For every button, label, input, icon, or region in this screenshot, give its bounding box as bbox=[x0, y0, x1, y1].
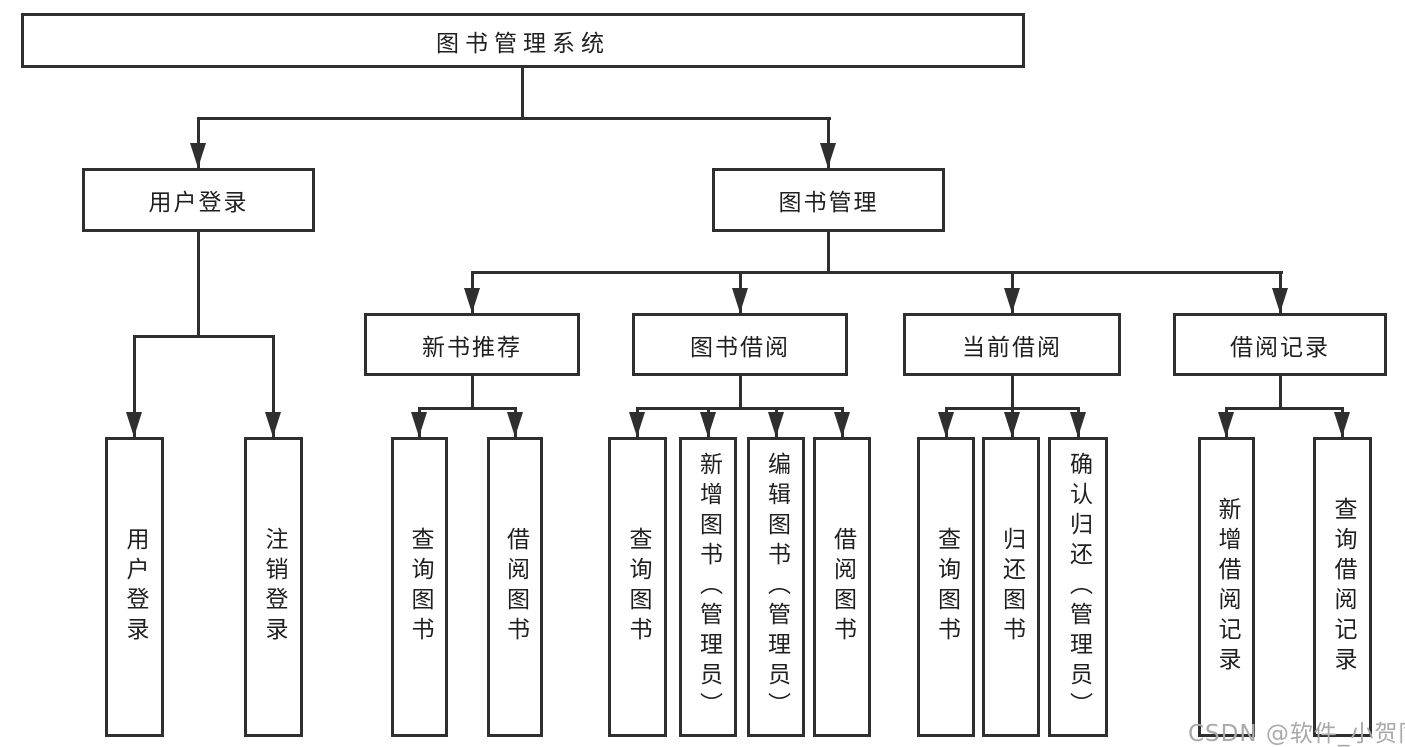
arrow-down-icon bbox=[1070, 412, 1086, 437]
leaf-cb-confirm-return-admin-label: 确认归还（管理员） bbox=[1065, 452, 1092, 722]
connector-userlogin-bus bbox=[133, 335, 275, 338]
leaf-br-query-record-label: 查询借阅记录 bbox=[1330, 497, 1356, 677]
leaf-logout-label: 注销登录 bbox=[261, 527, 287, 647]
node-new-book-recommend-label: 新书推荐 bbox=[422, 334, 522, 361]
node-root-label: 图书管理系统 bbox=[436, 30, 610, 57]
leaf-bb-borrow-book: 借阅图书 bbox=[813, 437, 871, 737]
leaf-cb-query-book: 查询图书 bbox=[917, 437, 975, 737]
arrow-down-icon bbox=[768, 412, 784, 437]
arrow-down-icon bbox=[1334, 412, 1350, 437]
arrow-down-icon bbox=[507, 412, 523, 437]
arrow-down-icon bbox=[820, 143, 836, 168]
node-book-management: 图书管理 bbox=[712, 168, 945, 232]
arrow-down-icon bbox=[1004, 412, 1020, 437]
arrow-down-icon bbox=[732, 288, 748, 313]
arrow-down-icon bbox=[938, 412, 954, 437]
connector-stem bbox=[133, 335, 136, 437]
leaf-bb-query-book-label: 查询图书 bbox=[625, 527, 651, 647]
arrow-down-icon bbox=[1218, 412, 1234, 437]
connector-borrowrecord-drop bbox=[1279, 376, 1282, 409]
connector-stem bbox=[197, 117, 200, 168]
arrow-down-icon bbox=[190, 143, 206, 168]
connector-mgmt-drop bbox=[827, 232, 830, 272]
leaf-logout: 注销登录 bbox=[244, 437, 303, 737]
connector-newrec-bus bbox=[418, 407, 517, 410]
node-book-management-label: 图书管理 bbox=[778, 190, 879, 216]
leaf-cb-return-book-label: 归还图书 bbox=[998, 527, 1025, 647]
leaf-rec-borrow-book-label: 借阅图书 bbox=[502, 527, 529, 647]
node-new-book-recommend: 新书推荐 bbox=[364, 313, 580, 376]
arrow-down-icon bbox=[464, 288, 480, 313]
leaf-br-add-record: 新增借阅记录 bbox=[1198, 437, 1255, 737]
arrow-down-icon bbox=[629, 412, 645, 437]
node-current-borrow-label: 当前借阅 bbox=[962, 334, 1062, 361]
arrow-down-icon bbox=[1272, 288, 1288, 313]
node-borrow-record-label: 借阅记录 bbox=[1230, 334, 1330, 361]
leaf-bb-add-book-admin-label: 新增图书（管理员） bbox=[695, 452, 722, 722]
connector-stem bbox=[272, 335, 275, 437]
connector-currentborrow-drop bbox=[1011, 376, 1014, 409]
arrow-down-icon bbox=[1004, 288, 1020, 313]
node-book-borrow: 图书借阅 bbox=[632, 313, 848, 376]
leaf-bb-borrow-book-label: 借阅图书 bbox=[829, 527, 856, 647]
leaf-bb-edit-book-admin: 编辑图书（管理员） bbox=[747, 437, 805, 737]
node-root: 图书管理系统 bbox=[21, 13, 1025, 68]
connector-level3-bus bbox=[471, 271, 1283, 274]
leaf-rec-query-book: 查询图书 bbox=[391, 437, 448, 737]
connector-stem bbox=[827, 117, 830, 168]
arrow-down-icon bbox=[126, 412, 142, 437]
leaf-br-query-record: 查询借阅记录 bbox=[1313, 437, 1372, 737]
connector-userlogin-drop bbox=[197, 232, 200, 336]
arrow-down-icon bbox=[265, 412, 281, 437]
leaf-br-add-record-label: 新增借阅记录 bbox=[1214, 497, 1240, 677]
connector-borrowrecord-bus bbox=[1225, 407, 1344, 410]
connector-newrec-drop bbox=[471, 376, 474, 409]
node-book-borrow-label: 图书借阅 bbox=[690, 334, 790, 361]
connector-root-drop bbox=[521, 68, 524, 118]
leaf-cb-confirm-return-admin: 确认归还（管理员） bbox=[1048, 437, 1108, 737]
arrow-down-icon bbox=[834, 412, 850, 437]
node-borrow-record: 借阅记录 bbox=[1173, 313, 1387, 376]
arrow-down-icon bbox=[411, 412, 427, 437]
leaf-bb-edit-book-admin-label: 编辑图书（管理员） bbox=[763, 452, 790, 722]
leaf-cb-query-book-label: 查询图书 bbox=[933, 527, 960, 647]
connector-bookborrow-bus bbox=[636, 407, 844, 410]
leaf-rec-query-book-label: 查询图书 bbox=[407, 527, 433, 647]
leaf-cb-return-book: 归还图书 bbox=[982, 437, 1040, 737]
leaf-bb-query-book: 查询图书 bbox=[608, 437, 667, 737]
arrow-down-icon bbox=[700, 412, 716, 437]
node-user-login: 用户登录 bbox=[82, 168, 315, 232]
connector-bookborrow-drop bbox=[739, 376, 742, 409]
leaf-user-login-label: 用户登录 bbox=[122, 527, 148, 647]
connector-level2-bus bbox=[197, 117, 831, 120]
csdn-watermark: CSDN @软件_小贺同学 bbox=[1188, 721, 1405, 747]
node-current-borrow: 当前借阅 bbox=[903, 313, 1121, 376]
node-user-login-label: 用户登录 bbox=[148, 190, 249, 216]
leaf-user-login: 用户登录 bbox=[105, 437, 164, 737]
leaf-bb-add-book-admin: 新增图书（管理员） bbox=[679, 437, 737, 737]
leaf-rec-borrow-book: 借阅图书 bbox=[487, 437, 543, 737]
